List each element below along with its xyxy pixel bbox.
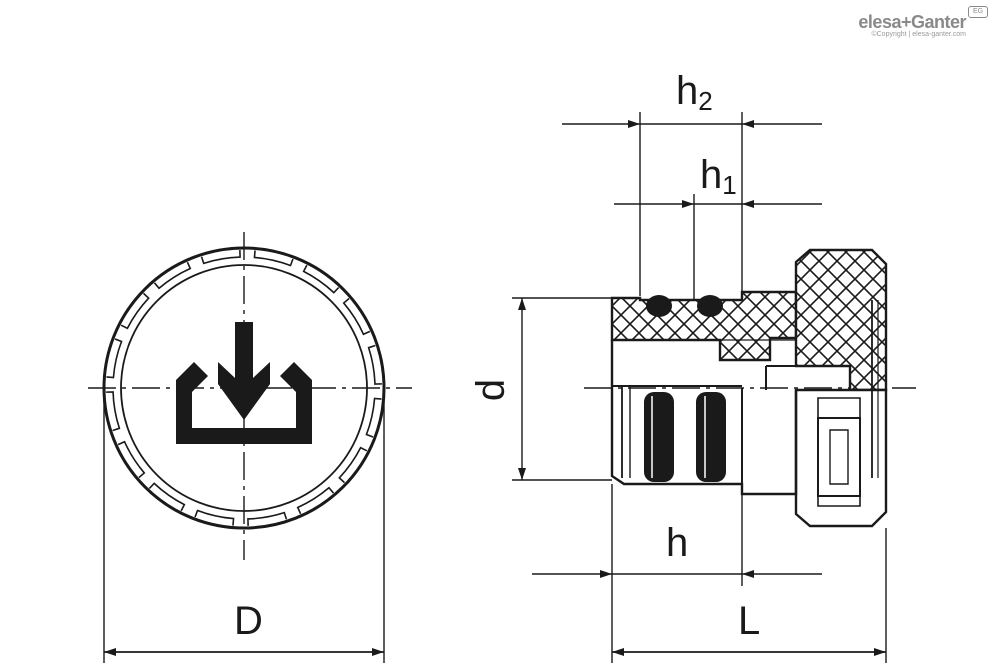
front-outer-circle <box>102 246 386 530</box>
dimension-h1 <box>614 194 822 300</box>
knurl-notches <box>106 250 382 526</box>
label-h2: h2 <box>676 69 713 116</box>
knurl-notch <box>153 261 192 290</box>
knurl-notch <box>106 391 121 432</box>
knurl-notch <box>302 264 340 294</box>
knurl-notch <box>342 297 371 336</box>
knurl-notch <box>200 250 241 265</box>
knurl-notch <box>247 511 288 526</box>
knurl-notch <box>106 338 123 379</box>
knurl-notch <box>367 344 382 385</box>
label-h1: h1 <box>700 153 737 200</box>
knurl-notch <box>253 250 294 267</box>
brand-copyright: ©Copyright | elesa-ganter.com <box>871 31 966 38</box>
fill-symbol-icon <box>176 322 312 444</box>
label-h: h <box>666 521 688 565</box>
knurl-notch <box>194 509 235 526</box>
label-L: L <box>738 599 760 643</box>
brand-name: elesa+Ganter <box>858 12 966 32</box>
front-view <box>88 232 412 560</box>
o-ring-top-1 <box>646 295 672 317</box>
o-ring-top-2 <box>697 295 723 317</box>
front-inner-circle <box>120 264 368 512</box>
label-d: d <box>469 379 513 401</box>
brand-logo: elesa+Ganter ©Copyright | elesa-ganter.c… <box>858 12 966 38</box>
knurl-notch <box>365 397 382 438</box>
brand-badge: EG <box>968 6 988 18</box>
knurl-notch <box>148 482 186 512</box>
o-ring-side-1 <box>644 392 674 482</box>
dimension-L <box>612 528 887 663</box>
knurl-notch <box>296 486 335 515</box>
side-view <box>584 248 916 528</box>
dimension-D <box>103 390 385 663</box>
knurl-notch <box>117 440 146 479</box>
knurl-notch <box>338 446 368 484</box>
label-D: D <box>234 599 263 643</box>
o-ring-side-2 <box>696 392 726 482</box>
knurl-notch <box>120 292 150 330</box>
dimension-h <box>532 484 822 663</box>
dimension-d <box>512 297 612 481</box>
